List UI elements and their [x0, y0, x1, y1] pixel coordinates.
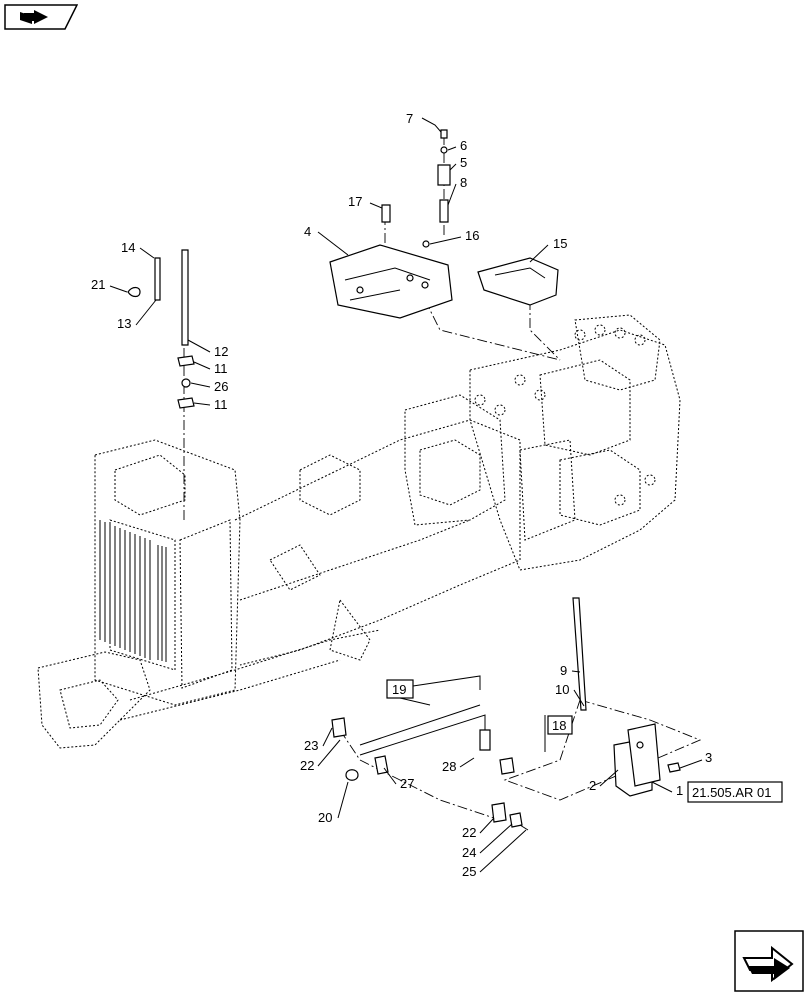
callout-11-bottom: 11	[214, 397, 228, 412]
callout-28: 28	[442, 759, 456, 774]
radiator-fins	[99, 520, 167, 662]
callout-25: 25	[462, 864, 476, 879]
callout-13: 13	[117, 316, 131, 331]
part-9-dipstick	[572, 597, 587, 711]
callout-7: 7	[406, 111, 413, 126]
callout-10: 10	[555, 682, 569, 697]
callout-6: 6	[460, 138, 467, 153]
callout-17: 17	[348, 194, 362, 209]
reference-label: 21.505.AR 01	[692, 785, 772, 800]
callout-22-right: 22	[462, 825, 476, 840]
callout-16: 16	[465, 228, 479, 243]
callout-22-left: 22	[300, 758, 314, 773]
callout-15: 15	[553, 236, 567, 251]
tractor-chassis-outline	[37, 314, 681, 749]
callout-18: 18	[552, 718, 566, 733]
callout-14: 14	[121, 240, 135, 255]
callout-12: 12	[214, 344, 228, 359]
part-4-bracket	[329, 244, 453, 319]
callout-26: 26	[214, 379, 228, 394]
callout-5: 5	[460, 155, 467, 170]
callout-11-top: 11	[214, 361, 228, 376]
callout-19: 19	[392, 682, 406, 697]
callout-1: 1	[676, 783, 683, 798]
callout-9: 9	[560, 663, 567, 678]
lower-clips	[491, 802, 529, 831]
part-15-plate	[477, 257, 559, 306]
book-arrow-icon[interactable]	[4, 4, 78, 30]
part-19-tube	[331, 704, 515, 781]
upper-fasteners	[381, 129, 451, 248]
callout-21: 21	[91, 277, 105, 292]
callout-2: 2	[589, 778, 596, 793]
callout-4: 4	[304, 224, 311, 239]
next-page-arrow-icon[interactable]	[734, 930, 804, 992]
callout-labels: 7 6 5 8 17 16 4 15 14 21 13 12 11 26 11 …	[91, 111, 712, 879]
callout-3: 3	[705, 750, 712, 765]
callout-27: 27	[400, 776, 414, 791]
callout-24: 24	[462, 845, 476, 860]
callout-23: 23	[304, 738, 318, 753]
housing-bolts	[474, 324, 656, 506]
part-12-rod	[127, 249, 195, 409]
callout-20: 20	[318, 810, 332, 825]
callout-8: 8	[460, 175, 467, 190]
boxed-labels: 19 18 21.505.AR 01	[386, 675, 783, 803]
part-1-2-switch	[613, 723, 681, 797]
